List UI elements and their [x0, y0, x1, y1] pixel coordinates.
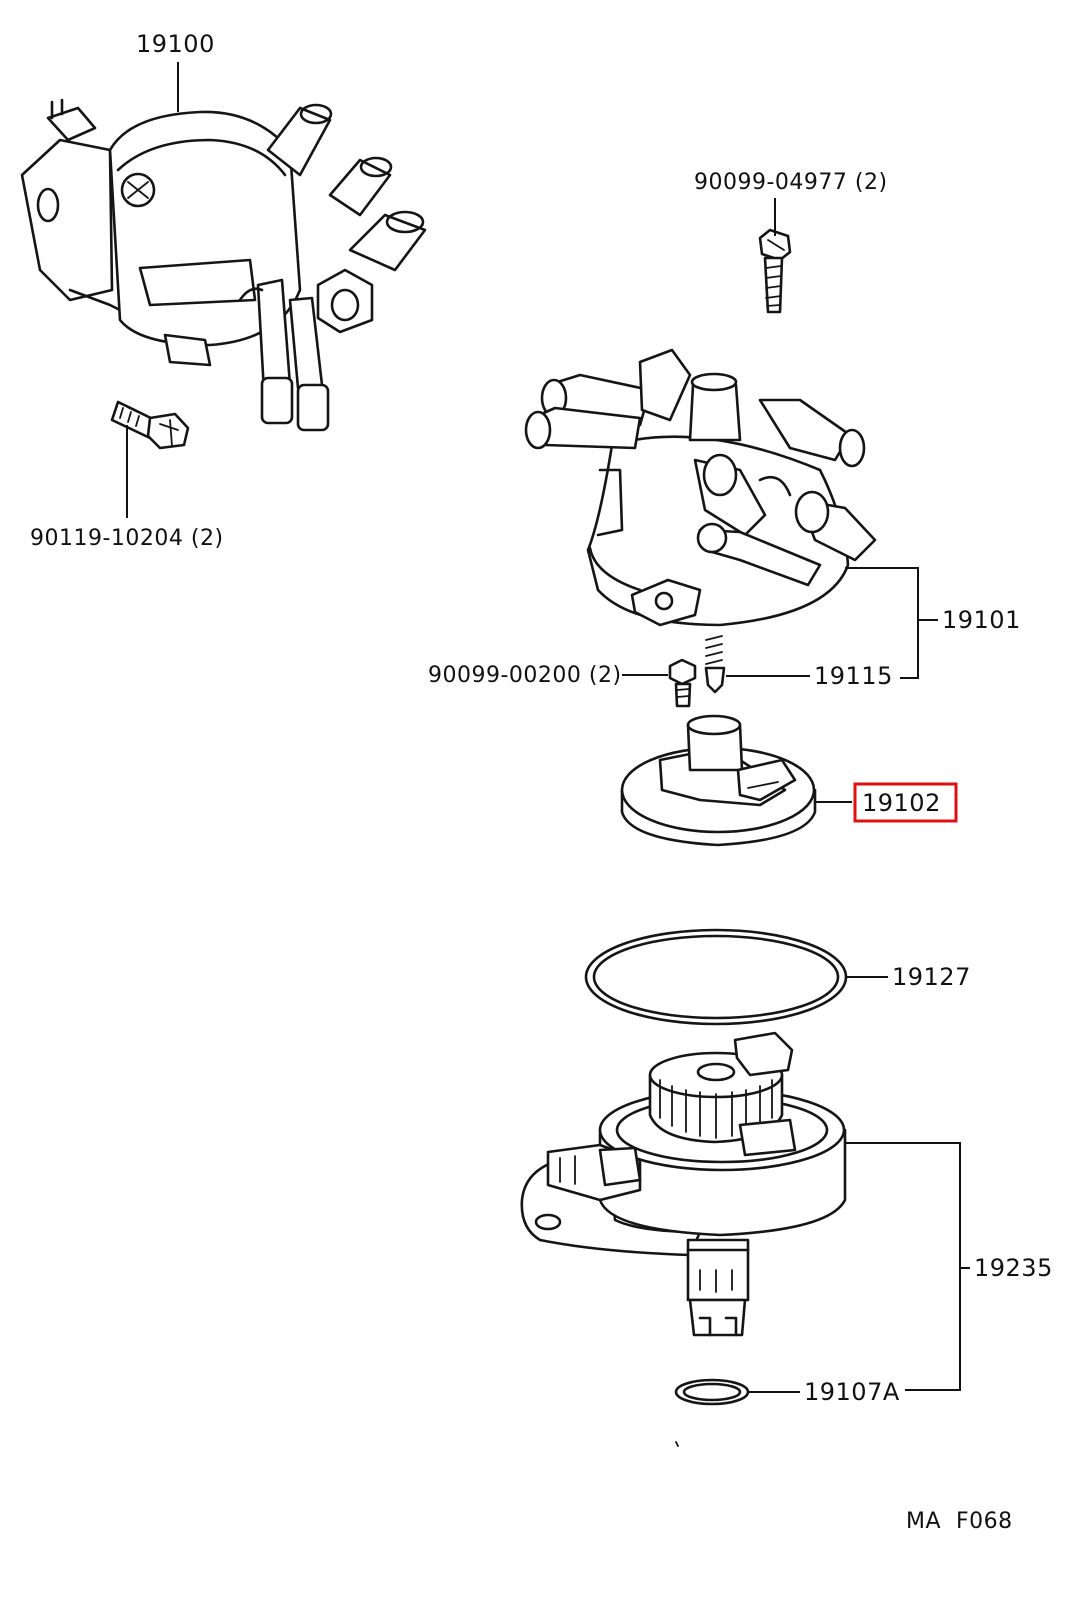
- label-19101[interactable]: 19101: [942, 606, 1021, 634]
- part-labels: 19100 90099-04977 (2) 90119-10204 (2) 19…: [30, 30, 1053, 1534]
- label-90099-00200[interactable]: 90099-00200 (2): [428, 663, 622, 688]
- large-o-ring-drawing[interactable]: [584, 928, 848, 1026]
- label-19115[interactable]: 19115: [814, 662, 893, 690]
- highlight-box: [853, 782, 958, 823]
- stray-mark: [675, 1441, 679, 1447]
- label-19235[interactable]: 19235: [974, 1254, 1053, 1282]
- label-19127[interactable]: 19127: [892, 963, 971, 991]
- rotor-drawing[interactable]: [620, 714, 817, 847]
- cap-spring-drawing[interactable]: [704, 635, 726, 694]
- small-o-ring-drawing[interactable]: [674, 1378, 750, 1406]
- label-19100[interactable]: 19100: [136, 30, 215, 58]
- label-90099-04977[interactable]: 90099-04977 (2): [694, 170, 888, 195]
- leader-lines: [126, 62, 970, 1393]
- bolt-drawing[interactable]: [110, 400, 190, 450]
- label-90119-10204[interactable]: 90119-10204 (2): [30, 526, 224, 551]
- distributor-assembly-drawing[interactable]: [20, 98, 427, 432]
- distributor-cap-drawing[interactable]: [524, 348, 877, 627]
- housing-assembly-drawing[interactable]: [520, 1031, 847, 1337]
- screw-top-drawing[interactable]: [758, 228, 792, 314]
- label-19107A[interactable]: 19107A: [804, 1378, 900, 1406]
- screw-cap-drawing[interactable]: [668, 658, 697, 708]
- label-19102[interactable]: 19102: [862, 789, 941, 817]
- diagram-code: MA F068: [906, 1509, 1013, 1534]
